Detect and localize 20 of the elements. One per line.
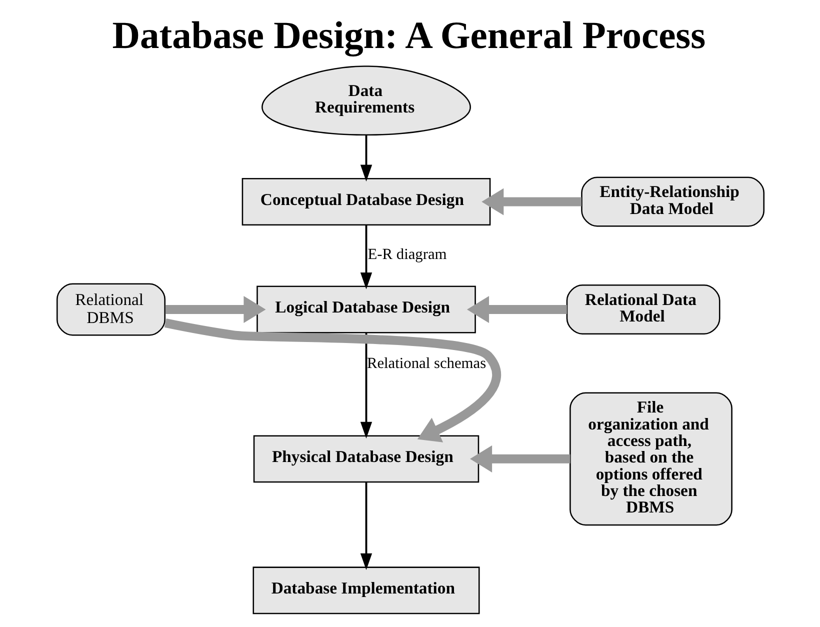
node-box: Entity-Relationship Data Model <box>580 176 764 227</box>
arrow <box>360 225 372 290</box>
arrow <box>470 445 570 472</box>
diagram-title: Database Design: A General Process <box>112 15 706 58</box>
arrow <box>164 296 266 324</box>
edge-label: E-R diagram <box>367 246 446 263</box>
arrow <box>466 296 566 324</box>
node-box: Database Implementation <box>252 566 480 614</box>
arrow <box>360 482 372 570</box>
node-box: Relational Data Model <box>566 284 720 335</box>
node-box: Physical Database Design <box>252 435 479 483</box>
node-box: File organization and access path, based on the options offered by the chosen DBMS <box>569 392 732 526</box>
node-box: Conceptual Database Design <box>241 178 490 226</box>
arrow <box>164 318 500 442</box>
arrow <box>360 333 372 439</box>
node-box: Relational DBMS <box>56 283 166 336</box>
arrow <box>360 135 372 182</box>
arrow <box>481 188 581 216</box>
edge-label: Relational schemas <box>366 354 486 372</box>
node-box: Logical Database Design <box>256 286 476 334</box>
